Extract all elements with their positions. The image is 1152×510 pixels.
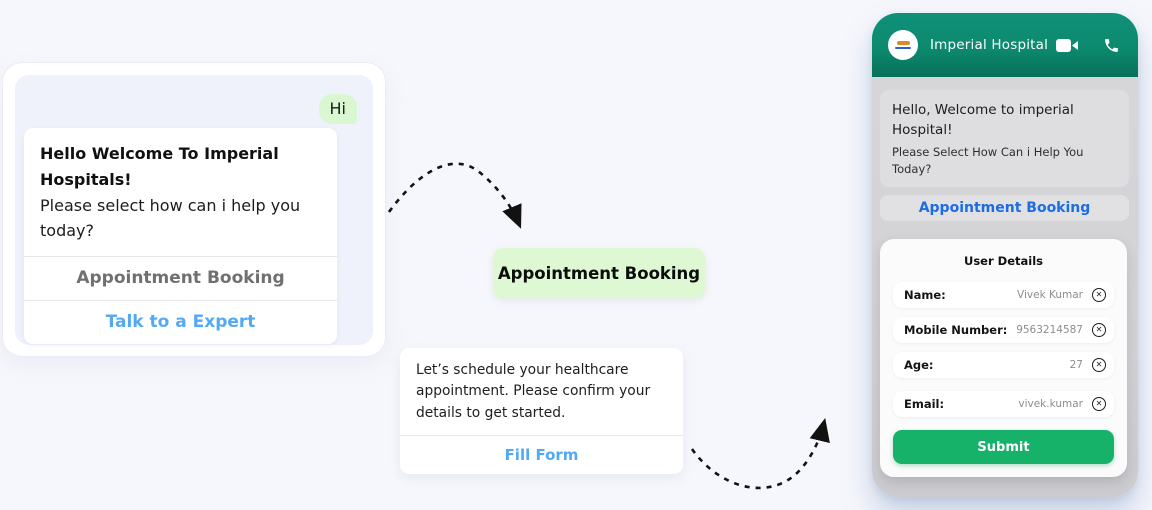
phone-header: Imperial Hospital [872, 13, 1138, 77]
chat-widget: Hi Hello Welcome To Imperial Hospitals! … [2, 62, 386, 357]
confirm-details-card: Let’s schedule your healthcare appointme… [400, 348, 683, 475]
user-details-form: User Details Name: Vivek Kumar ✕ Mobile … [880, 239, 1127, 477]
bot-message-body: Please select how can i help you today? [40, 196, 301, 240]
field-label: Name: [904, 288, 946, 302]
bot-message-title: Hello Welcome To Imperial Hospitals! [40, 144, 279, 189]
phone-option-appointment-booking[interactable]: Appointment Booking [880, 195, 1129, 221]
clear-field-icon[interactable]: ✕ [1092, 323, 1106, 337]
clear-field-icon[interactable]: ✕ [1092, 397, 1106, 411]
form-field-age: Age: 27 ✕ [893, 352, 1114, 378]
user-message-bubble: Hi [318, 94, 357, 124]
field-value: 27 [1069, 359, 1083, 371]
bot-message-text: Hello Welcome To Imperial Hospitals! Ple… [24, 128, 337, 256]
confirm-message: Let’s schedule your healthcare appointme… [416, 362, 651, 421]
field-label: Mobile Number: [904, 323, 1008, 337]
hospital-logo-icon [888, 30, 918, 60]
field-value: Vivek Kumar [1017, 289, 1083, 301]
phone-header-actions [1056, 36, 1122, 54]
option-appointment-booking[interactable]: Appointment Booking [24, 255, 337, 300]
form-field-email: Email: vivek.kumar ✕ [893, 391, 1114, 417]
bot-message-card: Hello Welcome To Imperial Hospitals! Ple… [24, 128, 337, 344]
field-value: 9563214587 [1016, 324, 1083, 336]
submit-button[interactable]: Submit [893, 430, 1114, 464]
phone-bot-message: Hello, Welcome to imperial Hospital! Ple… [880, 90, 1129, 187]
phone-mockup: Imperial Hospital Hello, Welcome to impe… [872, 13, 1138, 497]
arrow-widget-to-option [387, 162, 522, 229]
phone-bot-message-title: Hello, Welcome to imperial Hospital! [892, 102, 1074, 139]
user-message-text: Hi [329, 99, 346, 118]
form-field-mobile: Mobile Number: 9563214587 ✕ [893, 317, 1114, 343]
field-value: vivek.kumar [1018, 398, 1083, 410]
form-title: User Details [964, 254, 1043, 268]
selected-option-button[interactable]: Appointment Booking [493, 248, 705, 298]
option-talk-to-expert[interactable]: Talk to a Expert [24, 299, 337, 344]
fill-form-button[interactable]: Fill Form [400, 435, 683, 474]
chat-widget-panel: Hi Hello Welcome To Imperial Hospitals! … [15, 75, 373, 345]
clear-field-icon[interactable]: ✕ [1092, 358, 1106, 372]
voice-call-icon[interactable] [1100, 36, 1122, 54]
field-label: Email: [904, 397, 945, 411]
phone-header-title: Imperial Hospital [930, 37, 1049, 53]
arrow-form-to-phone [690, 417, 830, 490]
form-field-name: Name: Vivek Kumar ✕ [893, 282, 1114, 308]
phone-chat-area: Hello, Welcome to imperial Hospital! Ple… [872, 77, 1138, 477]
phone-bot-message-body: Please Select How Can i Help You Today? [892, 144, 1084, 176]
clear-field-icon[interactable]: ✕ [1092, 288, 1106, 302]
field-label: Age: [904, 358, 934, 372]
video-call-icon[interactable] [1056, 36, 1078, 54]
